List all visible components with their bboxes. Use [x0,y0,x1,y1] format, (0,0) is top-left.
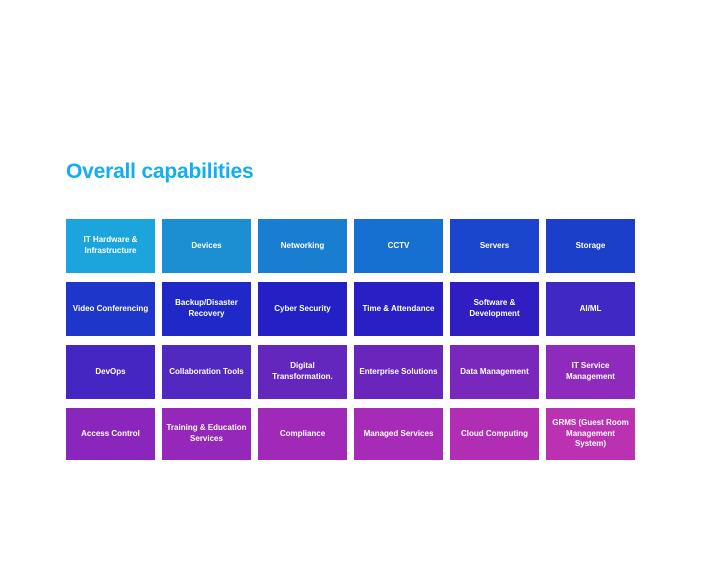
capability-tile-label: Cloud Computing [460,428,529,438]
capability-tile[interactable]: Networking [258,219,347,273]
capability-tile-label: Time & Attendance [362,303,435,313]
capability-tile[interactable]: Storage [546,219,635,273]
capability-tile[interactable]: IT Service Management [546,345,635,399]
capability-tile[interactable]: Access Control [66,408,155,460]
capability-tile[interactable]: Servers [450,219,539,273]
capability-tile-label: Enterprise Solutions [359,366,438,376]
capability-tile[interactable]: Data Management [450,345,539,399]
capability-tile[interactable]: Software & Development [450,282,539,336]
capability-tile[interactable]: Video Conferencing [66,282,155,336]
capability-tile-label: Cyber Security [274,303,331,313]
capability-tile-label: Software & Development [469,298,520,318]
capability-tile-label: GRMS (Guest Room Management System) [552,418,629,449]
capability-tile-label: Digital Transformation. [272,361,333,381]
capability-tile[interactable]: DevOps [66,345,155,399]
capability-tile-label: Data Management [460,366,529,376]
capability-tile[interactable]: Training & Education Services [162,408,251,460]
capability-tile[interactable]: Digital Transformation. [258,345,347,399]
capability-tile[interactable]: Cyber Security [258,282,347,336]
capability-tile-label: AI/ML [579,303,602,313]
capability-tile-label: DevOps [95,366,126,376]
capability-tile-label: Video Conferencing [72,303,149,313]
capability-tile-label: Backup/Disaster Recovery [175,298,238,318]
capability-tile[interactable]: Enterprise Solutions [354,345,443,399]
capability-tile[interactable]: Collaboration Tools [162,345,251,399]
capability-tile[interactable]: Time & Attendance [354,282,443,336]
capability-tile[interactable]: Managed Services [354,408,443,460]
capability-tile-label: Access Control [81,428,140,438]
capability-tile[interactable]: Backup/Disaster Recovery [162,282,251,336]
capability-tile[interactable]: IT Hardware & Infrastructure [66,219,155,273]
capability-tile[interactable]: GRMS (Guest Room Management System) [546,408,635,460]
capability-tile-label: CCTV [387,240,410,250]
capabilities-grid: IT Hardware & Infrastructure Devices Netwo… [66,219,636,462]
capability-tile[interactable]: Devices [162,219,251,273]
capability-tile-label: Devices [191,240,222,250]
capability-tile-label: Servers [479,240,510,250]
capability-tile[interactable]: CCTV [354,219,443,273]
capability-tile-label: Networking [280,240,325,250]
capability-tile[interactable]: Compliance [258,408,347,460]
capability-tile[interactable]: Cloud Computing [450,408,539,460]
capability-tile[interactable]: AI/ML [546,282,635,336]
capability-tile-label: Training & Education Services [166,423,247,443]
capability-tile-label: Managed Services [363,428,434,438]
capability-tile-label: Storage [575,240,606,250]
capability-tile-label: IT Hardware & Infrastructure [83,235,138,255]
capability-tile-label: IT Service Management [566,361,615,381]
capability-tile-label: Collaboration Tools [169,366,244,376]
page-title: Overall capabilities [66,160,254,183]
capability-tile-label: Compliance [279,428,326,438]
